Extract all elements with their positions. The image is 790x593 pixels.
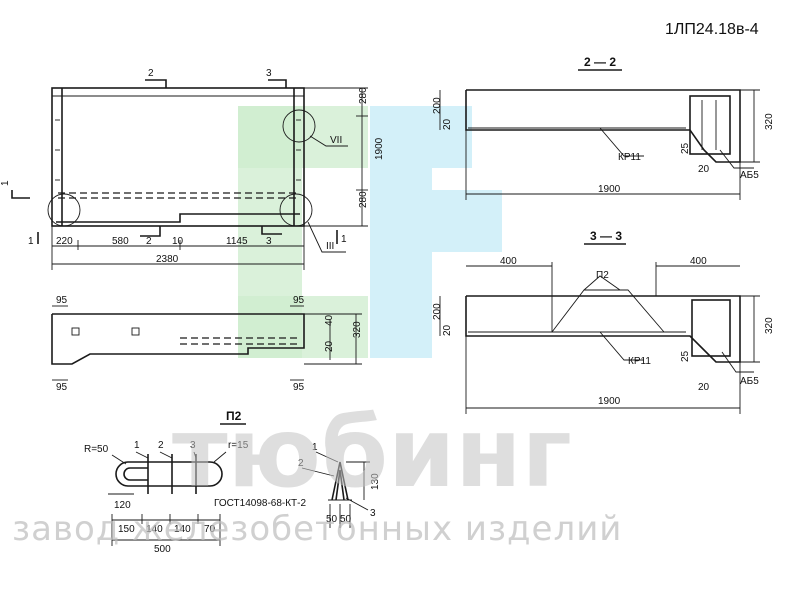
- section-3-3-title: 3 — 3: [590, 229, 622, 243]
- s22-callout-ab5: АБ5: [740, 170, 759, 181]
- dim-plan-2380: 2380: [156, 254, 179, 265]
- cut-mark-1-right: 1: [341, 234, 347, 245]
- callout-iii: III: [326, 241, 334, 252]
- dim-side-95-bottom-right: 95: [293, 382, 305, 393]
- dim-plan-280-bottom: 280: [358, 191, 369, 208]
- s33-dim-20-bottom: 20: [698, 382, 710, 393]
- s33-dim-400-right: 400: [690, 256, 707, 267]
- p2-dim-120: 120: [114, 500, 131, 511]
- section-2-2: 2 — 2 КР11 АБ5 200 20 320 25 20 1900: [432, 55, 775, 200]
- s33-callout-kp11: КР11: [628, 356, 651, 367]
- section-2-2-title: 2 — 2: [584, 55, 616, 69]
- s22-dim-200: 200: [432, 97, 443, 114]
- watermark-logo: [238, 106, 502, 358]
- p2-dim-140-a: 140: [146, 524, 163, 535]
- p2-standard: ГОСТ14098-68-КТ-2: [214, 498, 306, 509]
- p2-side-dim-130: 130: [370, 473, 381, 490]
- plan-view: 2 3 2 3 1 1 1 VII III 220 580 10 1145 23…: [0, 68, 385, 270]
- p2-dim-500: 500: [154, 544, 171, 555]
- p2-label-r15: r=15: [228, 440, 249, 451]
- p2-dim-70: 70: [204, 524, 216, 535]
- p2-side-dim-50-a: 50: [326, 514, 338, 525]
- dim-plan-580: 580: [112, 236, 129, 247]
- cut-mark-1-left: 1: [0, 180, 11, 186]
- dim-side-95-bottom-left: 95: [56, 382, 68, 393]
- s33-dim-20: 20: [442, 324, 453, 336]
- callout-vii: VII: [330, 135, 342, 146]
- s33-dim-1900: 1900: [598, 396, 621, 407]
- s33-dim-400-left: 400: [500, 256, 517, 267]
- p2-label-1: 1: [134, 440, 140, 451]
- watermark-tagline: завод железобетонных изделий: [12, 509, 622, 549]
- dim-side-320: 320: [352, 321, 363, 338]
- p2-title: П2: [226, 409, 242, 423]
- cut-mark-3-top: 3: [266, 68, 272, 79]
- p2-label-3: 3: [190, 440, 196, 451]
- p2-label-2: 2: [158, 440, 164, 451]
- drawing-code: 1ЛП24.18в-4: [665, 21, 759, 38]
- dim-plan-280-top: 280: [358, 87, 369, 104]
- p2-dim-140-b: 140: [174, 524, 191, 535]
- dim-plan-1900: 1900: [374, 137, 385, 160]
- s22-dim-20: 20: [442, 118, 453, 130]
- s33-dim-200: 200: [432, 303, 443, 320]
- s33-callout-ab5: АБ5: [740, 376, 759, 387]
- dim-plan-1145: 1145: [226, 236, 248, 247]
- side-view: 95 95 95 95 40 20 320: [51, 295, 363, 393]
- cut-mark-3-bottom: 3: [266, 236, 272, 247]
- detail-p2: П2 R=50 1 2 3 r=15 ГОСТ14098-68-КТ-2 120…: [84, 409, 381, 555]
- p2-side-label-3: 3: [370, 508, 376, 519]
- s22-callout-kp11: КР11: [618, 152, 641, 163]
- dim-side-95-top-left: 95: [56, 295, 68, 306]
- s33-dim-25: 25: [680, 350, 691, 362]
- s22-dim-320: 320: [764, 113, 775, 130]
- cut-mark-1-bottom: 1: [28, 236, 34, 247]
- dim-side-95-top-right: 95: [293, 295, 305, 306]
- p2-label-radius: R=50: [84, 444, 109, 455]
- section-3-3: 3 — 3 П2 400 400 КР11 АБ5 200 20 320 25 …: [432, 229, 775, 414]
- dim-plan-220: 220: [56, 236, 73, 247]
- p2-side-dim-50-b: 50: [340, 514, 352, 525]
- s33-dim-320: 320: [764, 317, 775, 334]
- s22-dim-1900: 1900: [598, 184, 621, 195]
- s22-dim-20-bottom: 20: [698, 164, 710, 175]
- p2-dim-150: 150: [118, 524, 135, 535]
- dim-side-20: 20: [324, 340, 335, 352]
- p2-side-label-1: 1: [312, 442, 318, 453]
- s33-callout-p2: П2: [596, 270, 609, 281]
- watermark-brand: тюбинг: [172, 397, 572, 509]
- dim-side-40: 40: [324, 314, 335, 326]
- p2-side-label-2: 2: [298, 458, 304, 469]
- s22-dim-25: 25: [680, 142, 691, 154]
- cut-mark-2-bottom: 2: [146, 236, 152, 247]
- cut-mark-2-top: 2: [148, 68, 154, 79]
- dim-plan-10: 10: [172, 236, 184, 247]
